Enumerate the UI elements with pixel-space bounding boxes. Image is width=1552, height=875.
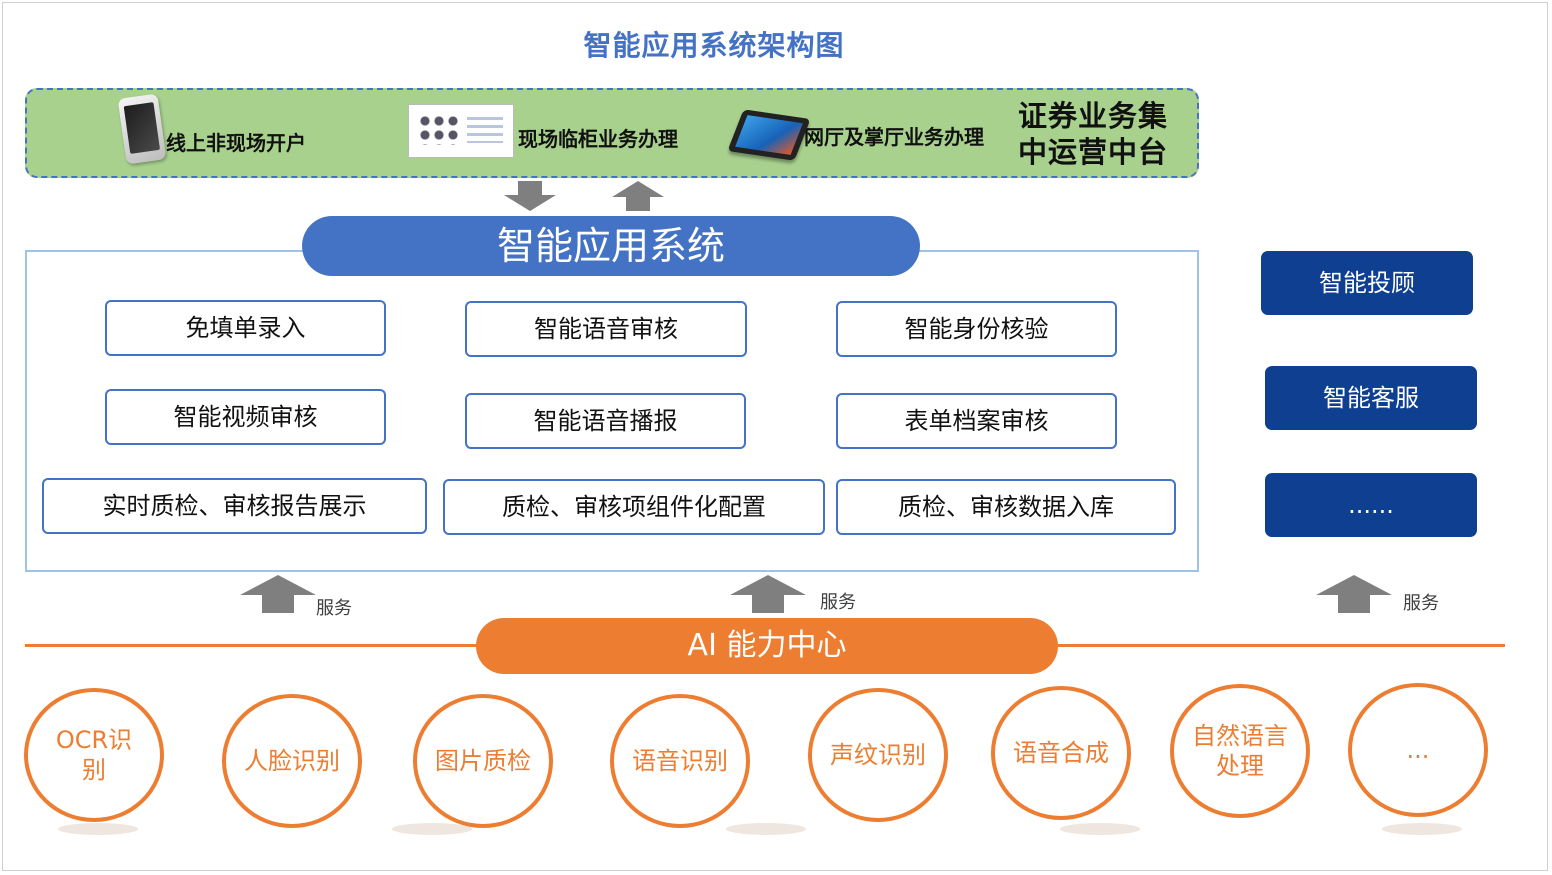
capability-face: 人脸识别 <box>222 694 362 828</box>
side-box-customer-service: 智能客服 <box>1265 366 1477 430</box>
smartphone-icon <box>117 93 167 165</box>
system-title: 智能应用系统 <box>302 216 920 276</box>
function-box: 质检、审核数据入库 <box>836 479 1176 535</box>
channel-web-mobile: 网厅及掌厅业务办理 <box>727 109 984 161</box>
function-box: 智能身份核验 <box>836 301 1117 357</box>
channel-counter: 现场临柜业务办理 <box>408 104 678 158</box>
shadow <box>726 823 806 835</box>
shadow <box>58 823 138 835</box>
service-arrow-icon <box>1316 575 1392 613</box>
function-box: 智能语音审核 <box>465 301 747 357</box>
capability-voiceprint: 声纹识别 <box>808 688 948 822</box>
side-box-robo-advisor: 智能投顾 <box>1261 251 1473 315</box>
function-box: 智能语音播报 <box>465 393 746 449</box>
service-label: 服务 <box>820 592 856 613</box>
service-label: 服务 <box>316 598 352 619</box>
shadow <box>1060 823 1140 835</box>
function-box: 表单档案审核 <box>836 393 1117 449</box>
monitor-icon <box>408 104 514 158</box>
capability-ocr: OCR识别 <box>24 688 164 822</box>
ai-center-title: AI 能力中心 <box>476 618 1058 674</box>
shadow <box>1382 823 1462 835</box>
page-title: 智能应用系统架构图 <box>583 29 845 62</box>
channel-label: 现场临柜业务办理 <box>518 127 678 151</box>
capability-nlp: 自然语言处理 <box>1170 684 1310 818</box>
channel-label: 线上非现场开户 <box>166 131 306 155</box>
capability-more: ... <box>1348 683 1488 817</box>
function-box: 智能视频审核 <box>105 389 386 445</box>
arrow-down-icon <box>504 181 556 211</box>
channel-label: 网厅及掌厅业务办理 <box>804 125 984 149</box>
arrow-up-icon <box>612 181 664 211</box>
business-channels-band <box>25 88 1199 178</box>
function-box: 实时质检、审核报告展示 <box>42 478 427 534</box>
capability-speech-synthesis: 语音合成 <box>991 686 1131 820</box>
capability-image-qc: 图片质检 <box>413 694 553 828</box>
service-arrow-icon <box>730 575 806 613</box>
side-box-more: ...... <box>1265 473 1477 537</box>
tablet-icon <box>727 109 811 161</box>
shadow <box>392 823 472 835</box>
service-label: 服务 <box>1403 593 1439 614</box>
capability-speech-recognition: 语音识别 <box>610 694 750 828</box>
function-box: 质检、审核项组件化配置 <box>443 479 825 535</box>
channel-online-account: 线上非现场开户 <box>117 93 306 165</box>
function-box: 免填单录入 <box>105 300 386 356</box>
securities-middle-platform-label: 证券业务集 中运营中台 <box>1018 99 1169 169</box>
service-arrow-icon <box>240 575 316 613</box>
